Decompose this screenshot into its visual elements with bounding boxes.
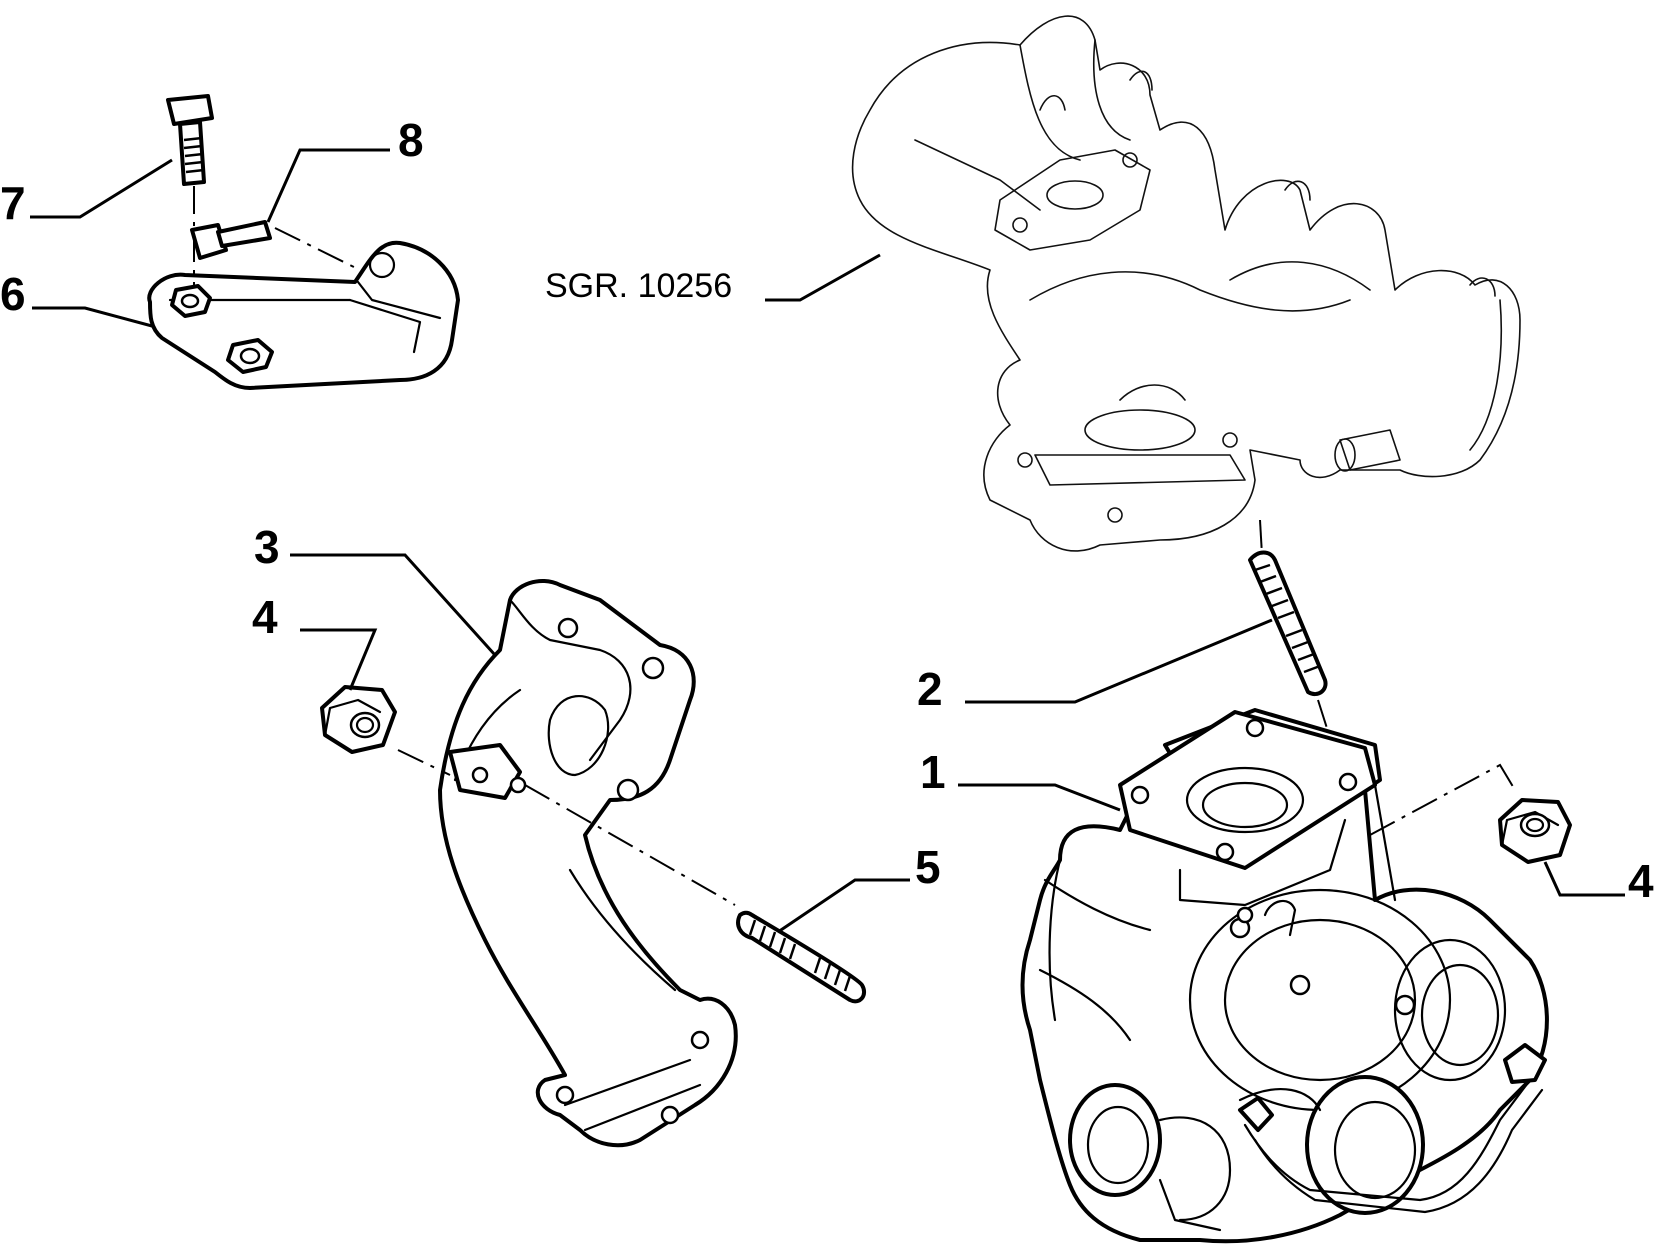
reference-label: SGR. 10256 [545,267,732,305]
callout-label-8: 8 [398,114,424,166]
callout-label-3: 3 [254,521,280,573]
nut-part-4-right [1369,763,1572,864]
callout-8: 8 [266,114,424,223]
nut-part-4-left [320,685,451,776]
callout-label-2: 2 [917,663,943,715]
callout-label-4-left: 4 [252,591,278,643]
exhaust-manifold-drawing [851,15,1521,552]
callout-1: 1 [920,746,1121,812]
bolt-part-7 [166,94,214,285]
callout-3: 3 [254,521,497,657]
stud-part-5 [524,784,867,1004]
callout-label-7: 7 [0,177,26,229]
callout-7: 7 [0,158,173,229]
callout-label-1: 1 [920,746,946,798]
bracket-part-6 [147,240,460,390]
callout-label-6: 6 [0,268,26,320]
reference-leader [765,253,881,302]
bolt-part-8 [190,220,361,271]
callout-6: 6 [0,268,153,328]
callout-label-4-right: 4 [1628,855,1654,907]
callout-2: 2 [917,618,1273,715]
callout-5: 5 [777,841,941,934]
callout-4-right: 4 [1543,855,1654,907]
callout-label-5: 5 [915,841,941,893]
callout-4-left: 4 [252,591,378,691]
turbocharger-part-1 [1020,708,1549,1244]
exhaust-pipe-part-3 [438,579,738,1148]
